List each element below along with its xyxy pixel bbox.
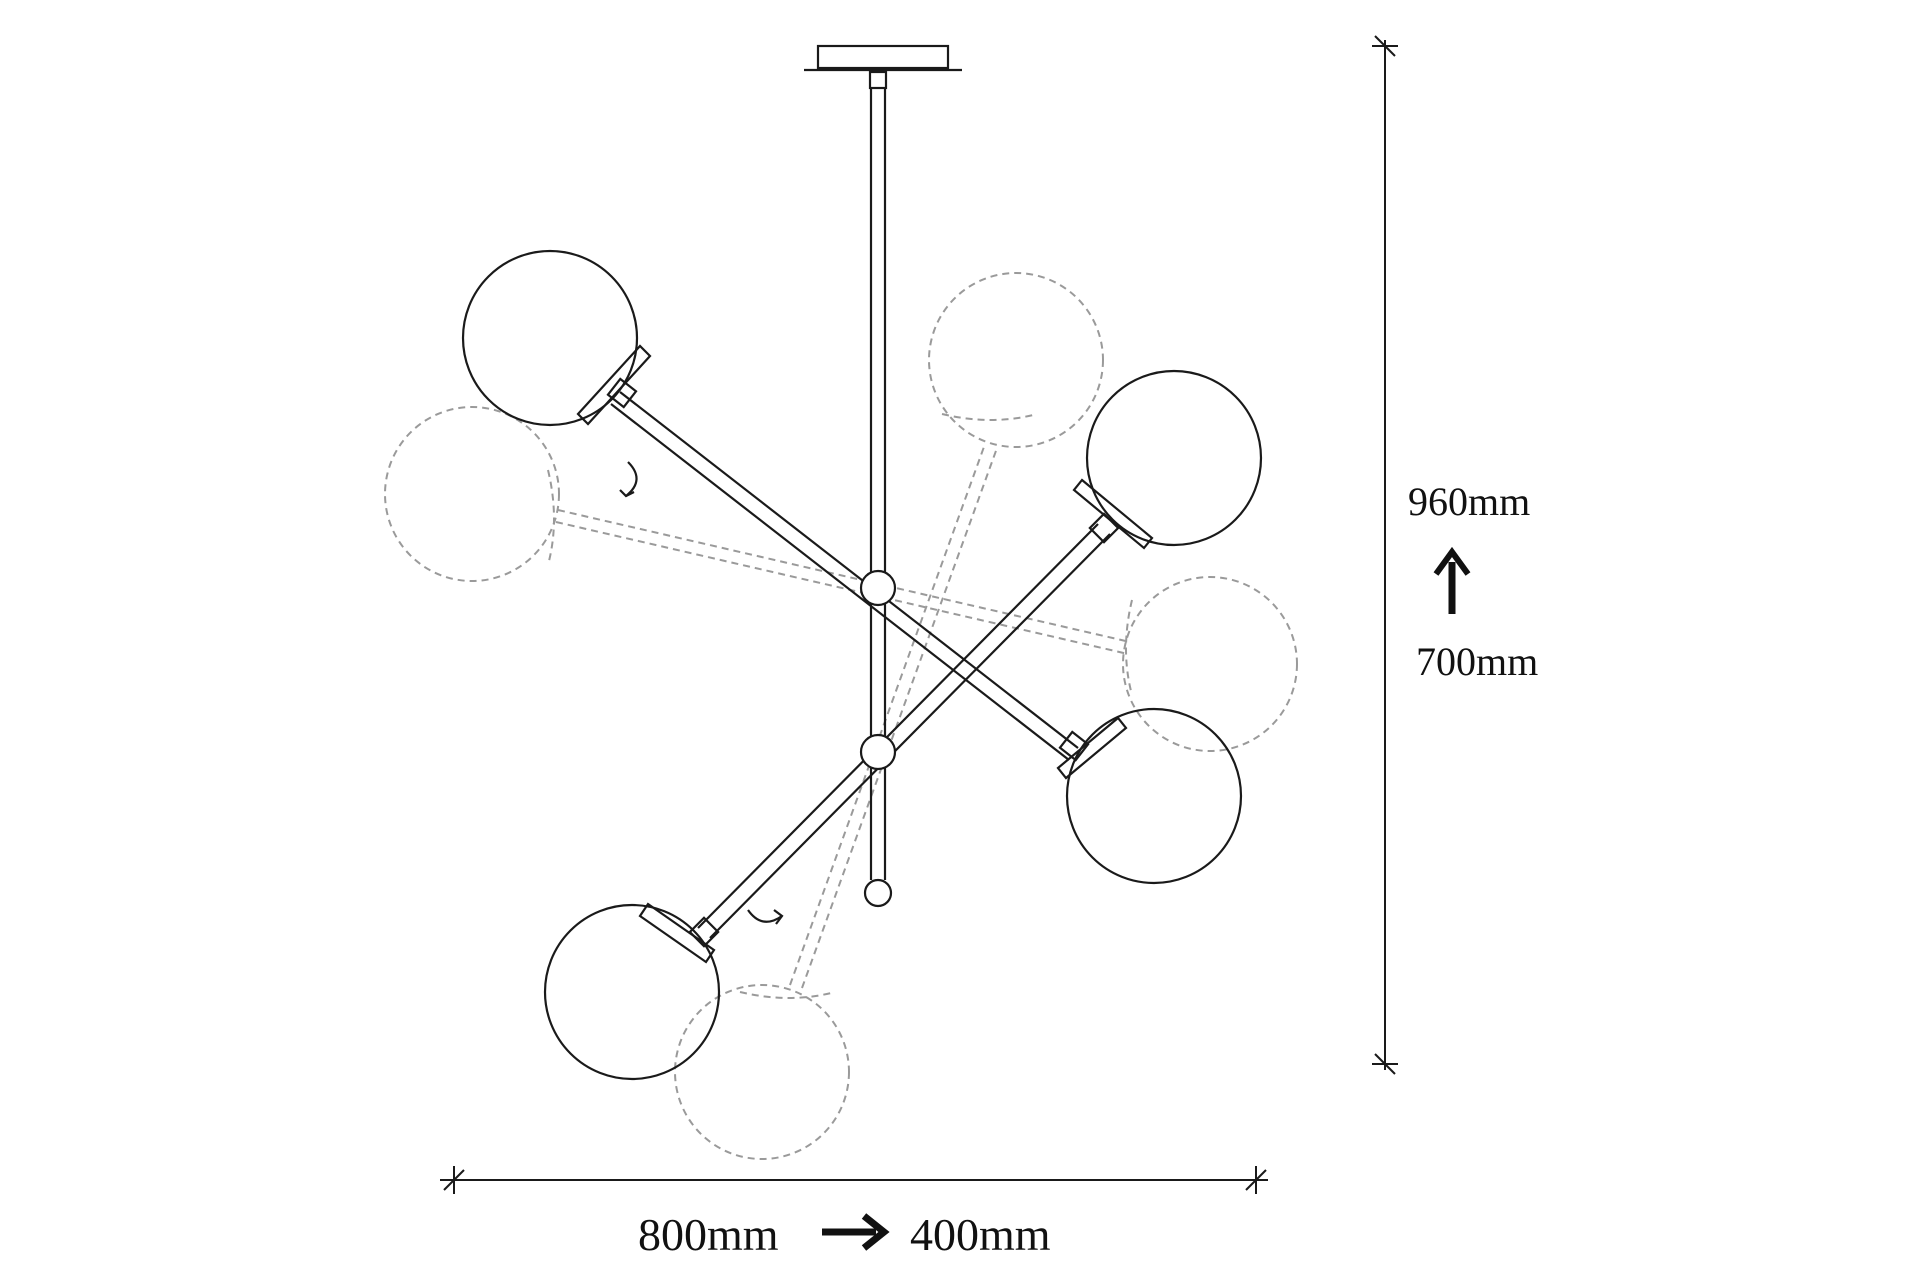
- rotate-arrow-icon: [747, 909, 784, 925]
- upper-hub: [859, 569, 897, 607]
- globe-lower-right: [1065, 707, 1243, 885]
- width-max-label: 800mm: [638, 1209, 779, 1260]
- ghost-globe-right: [1122, 576, 1298, 752]
- globe-lower-left: [543, 903, 721, 1081]
- height-max-label: 960mm: [1408, 479, 1531, 524]
- upper-arm: [606, 377, 1090, 762]
- globes: [461, 249, 1263, 1081]
- ghost-globe-left: [384, 406, 560, 582]
- width-dimension-line: [440, 1166, 1268, 1194]
- globe-upper-left: [461, 249, 639, 427]
- lower-hub: [859, 733, 897, 771]
- ghost-globe-top: [928, 272, 1104, 448]
- arrow-up-icon: [1433, 546, 1471, 614]
- height-min-label: 700mm: [1416, 639, 1539, 684]
- sockets: [576, 344, 1154, 964]
- arrow-right-icon: [822, 1213, 890, 1251]
- globe-upper-right: [1085, 369, 1263, 547]
- width-min-label: 400mm: [910, 1209, 1051, 1260]
- height-dimension-line: [1372, 35, 1398, 1075]
- ghost-globe-bottom: [674, 984, 850, 1160]
- ceiling-mount: [804, 44, 962, 908]
- ghost-position: [384, 272, 1298, 1160]
- stem-finial: [863, 878, 893, 908]
- rotate-arrow-icon: [619, 461, 638, 498]
